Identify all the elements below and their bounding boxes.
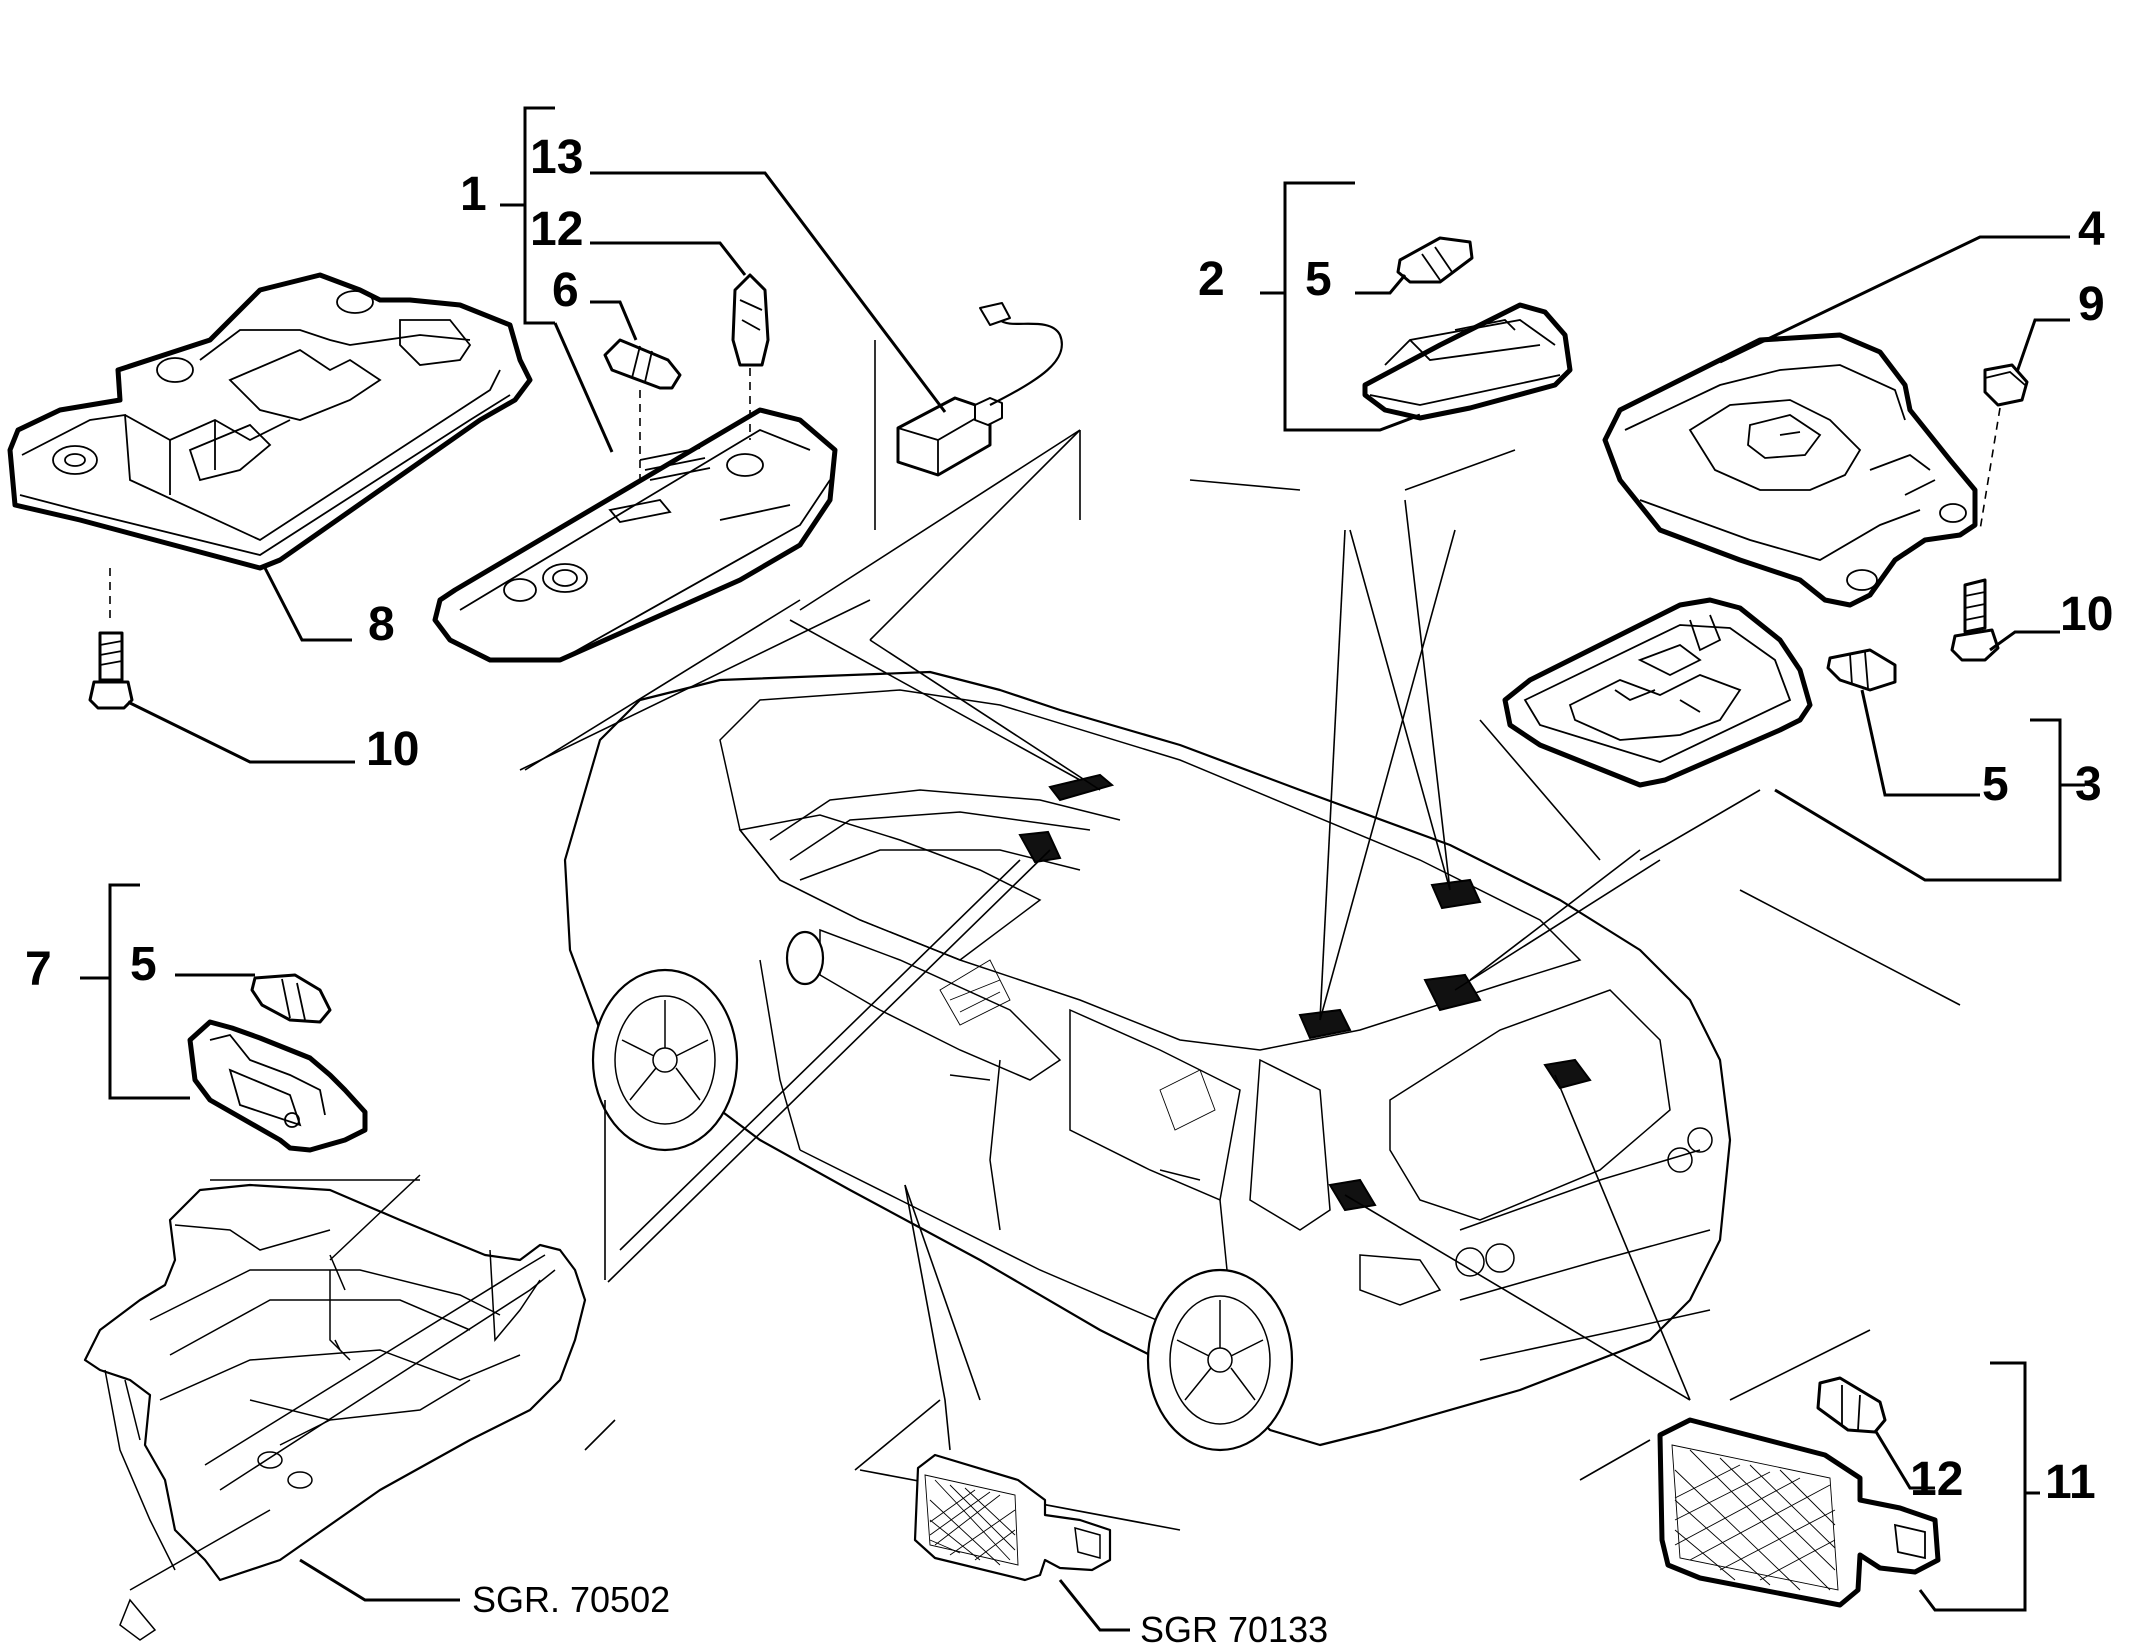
harness-part-13 xyxy=(896,302,1063,477)
lamp-locations xyxy=(1018,773,1592,1212)
bulb-part-6 xyxy=(603,338,682,480)
lens-assembly-part-1 xyxy=(432,407,838,663)
luggage-lamp-location xyxy=(1543,1058,1592,1090)
nut-part-9 xyxy=(1979,363,2029,531)
label-3: 3 xyxy=(2075,758,2102,811)
bulb-part-12-bottom xyxy=(1816,1376,1887,1434)
callout-labels: 1 13 12 6 8 10 2 5 4 9 10 5 3 7 5 12 11 … xyxy=(25,131,2113,1650)
glovebox-lamp-location xyxy=(1018,830,1062,864)
label-10-right: 10 xyxy=(2060,588,2113,641)
label-2: 2 xyxy=(1198,253,1225,306)
projection-lines xyxy=(519,340,1961,1531)
label-5-right: 5 xyxy=(1982,758,2009,811)
label-12-top: 12 xyxy=(530,203,583,256)
label-13: 13 xyxy=(530,131,583,184)
bulb-part-5-left xyxy=(250,973,332,1024)
screw-part-10-left xyxy=(88,568,134,710)
label-11: 11 xyxy=(2045,1456,2096,1509)
label-8: 8 xyxy=(368,598,395,651)
reference-sgr-70133: SGR 70133 xyxy=(1140,1609,1328,1650)
reference-sgr-70502: SGR. 70502 xyxy=(472,1579,670,1620)
label-5-left: 5 xyxy=(130,938,157,991)
label-1: 1 xyxy=(460,168,487,221)
label-10-left: 10 xyxy=(366,723,419,776)
bulb-part-5-right xyxy=(1826,648,1897,692)
car-body xyxy=(563,670,1732,1452)
door-lamp-ref-70133 xyxy=(913,1453,1112,1582)
console-part-4 xyxy=(1602,332,1978,608)
lamp-part-7 xyxy=(187,1019,368,1153)
leader-lines xyxy=(80,106,2085,1632)
center-roof-lamp-location xyxy=(1298,1008,1352,1040)
screw-part-10-right xyxy=(1950,578,2000,662)
label-12-bottom: 12 xyxy=(1910,1453,1963,1506)
roof-console-part-8 xyxy=(7,272,533,571)
label-7: 7 xyxy=(25,943,52,996)
glovebox-assembly xyxy=(83,1174,587,1641)
label-4: 4 xyxy=(2078,203,2105,256)
bulb-part-5-top xyxy=(1396,236,1474,284)
bulb-part-12-top xyxy=(731,273,770,440)
tailgate-lamp-location xyxy=(1328,1178,1377,1212)
label-6: 6 xyxy=(552,264,579,317)
console-part-3 xyxy=(1502,597,1813,788)
lamp-part-2 xyxy=(1362,302,1573,421)
label-5-top: 5 xyxy=(1305,253,1332,306)
label-9: 9 xyxy=(2078,278,2105,331)
luggage-lamp-part-11 xyxy=(1657,1417,1941,1608)
rear-roof-lamp-location-a xyxy=(1430,878,1482,910)
